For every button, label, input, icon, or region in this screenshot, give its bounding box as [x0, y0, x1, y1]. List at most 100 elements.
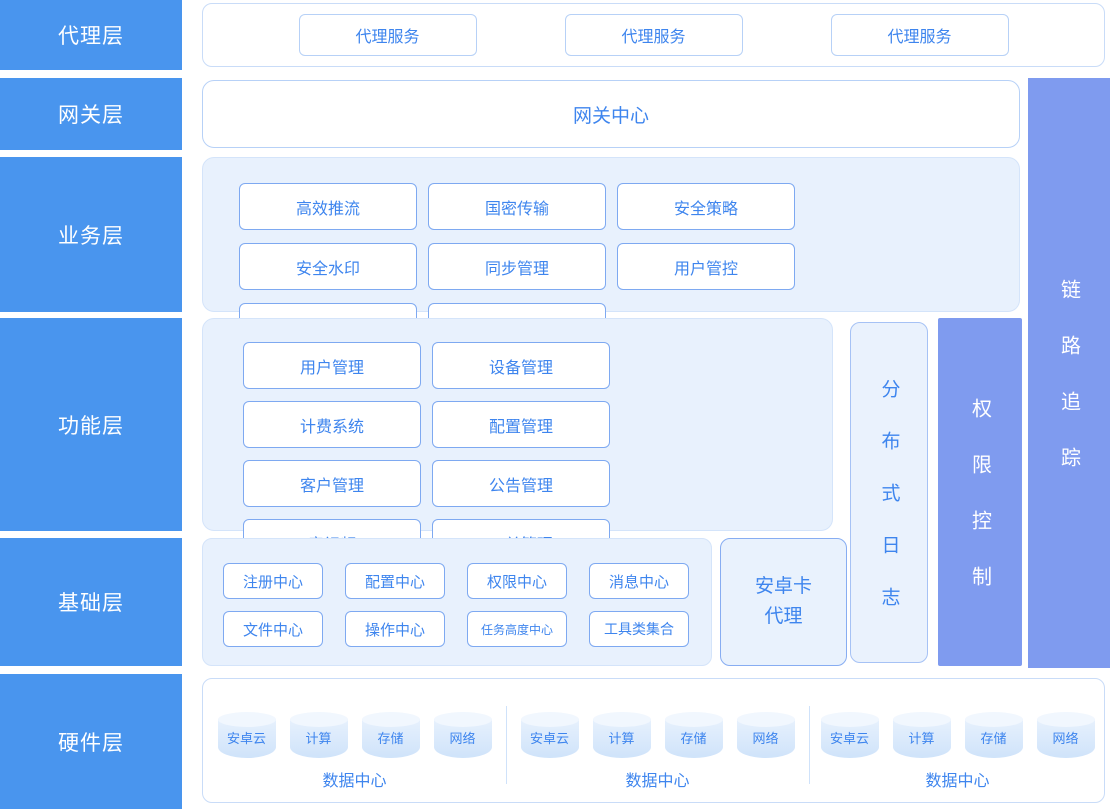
sidebar-item-proxy-layer: 代理层 [0, 0, 182, 70]
database-cylinder-icon: 计算 [892, 712, 951, 758]
module-label: 安全水印 [295, 260, 360, 278]
module-box: 工具类集合 [589, 611, 689, 647]
database-cylinder-icon: 存储 [964, 712, 1023, 758]
module-box: 安全水印 [239, 243, 417, 290]
distributed-log-bar: 分布式日志 [850, 322, 928, 663]
node-label: 计算 [305, 731, 332, 746]
module-label: 用户管理 [299, 359, 364, 377]
module-label: 同步管理 [484, 260, 549, 278]
permission-control-label: 权限控制 [968, 398, 991, 622]
divider [506, 706, 507, 784]
hardware-layer-panel: 安卓云 计算 存储 网络 数据中心 安卓云 计算 存储 网络 数据中心 安卓云 … [202, 678, 1105, 803]
module-label: 设备管理 [488, 359, 553, 377]
data-center-group: 安卓云 计算 存储 网络 数据中心 [809, 679, 1106, 802]
android-card-proxy-box: 安卓卡 代理 [720, 538, 847, 666]
module-box: 用户管控 [617, 243, 795, 290]
module-box: 文件中心 [223, 611, 323, 647]
module-label: 文件中心 [242, 621, 303, 639]
data-center-label: 数据中心 [925, 773, 990, 790]
proxy-service-label: 代理服务 [355, 29, 420, 46]
node-label: 网络 [1052, 731, 1079, 746]
database-cylinder-icon: 计算 [289, 712, 348, 758]
layer-label-text: 硬件层 [58, 731, 124, 755]
distributed-log-label: 分布式日志 [878, 379, 900, 639]
module-box: 注册中心 [223, 563, 323, 599]
module-box: 安全策略 [617, 183, 795, 230]
layer-label-text: 代理层 [58, 25, 124, 48]
proxy-service-label: 代理服务 [621, 29, 686, 46]
node-label: 存储 [377, 731, 404, 746]
module-box: 设备管理 [432, 342, 610, 389]
node-label: 存储 [680, 731, 707, 746]
module-label: 任务高度中心 [480, 622, 553, 637]
database-cylinder-icon: 安卓云 [820, 712, 879, 758]
database-cylinder-icon: 安卓云 [217, 712, 276, 758]
sidebar-item-function-layer: 功能层 [0, 318, 182, 531]
module-box: 高效推流 [239, 183, 417, 230]
permission-control-bar: 权限控制 [938, 318, 1022, 666]
module-box: 客户管理 [243, 460, 421, 507]
database-cylinder-icon: 安卓云 [520, 712, 579, 758]
module-box: 消息中心 [589, 563, 689, 599]
module-box: 权限中心 [467, 563, 567, 599]
proxy-service-box: 代理服务 [564, 14, 743, 56]
module-box: 国密传输 [428, 183, 606, 230]
data-center-nodes: 安卓云 计算 存储 网络 [820, 712, 1095, 758]
module-label: 高效推流 [295, 200, 360, 218]
data-center-label: 数据中心 [322, 773, 387, 790]
data-center-nodes: 安卓云 计算 存储 网络 [217, 712, 492, 758]
sidebar-item-gateway-layer: 网关层 [0, 78, 182, 150]
module-label: 客户管理 [299, 477, 364, 495]
proxy-service-label: 代理服务 [887, 29, 952, 46]
layer-label-text: 网关层 [58, 104, 124, 127]
layer-label-text: 基础层 [58, 592, 124, 615]
module-box: 公告管理 [432, 460, 610, 507]
data-center-group: 安卓云 计算 存储 网络 数据中心 [506, 679, 809, 802]
module-label: 计费系统 [299, 418, 364, 436]
function-layer-panel: 用户管理 设备管理 计费系统 配置管理 客户管理 公告管理 音视频 工单管理 角… [202, 318, 833, 625]
node-label: 存储 [980, 731, 1007, 746]
node-label: 安卓云 [829, 731, 869, 746]
module-label: 安全策略 [673, 200, 738, 218]
database-cylinder-icon: 网络 [736, 712, 795, 758]
sidebar-item-business-layer: 业务层 [0, 157, 182, 312]
module-label: 操作中心 [364, 621, 425, 639]
node-label: 网络 [449, 731, 476, 746]
data-center-nodes: 安卓云 计算 存储 网络 [520, 712, 795, 758]
module-label: 配置管理 [488, 418, 553, 436]
node-label: 网络 [752, 731, 779, 746]
database-cylinder-icon: 计算 [592, 712, 651, 758]
layer-label-text: 功能层 [58, 414, 124, 438]
module-label: 注册中心 [242, 573, 303, 591]
data-center-group: 安卓云 计算 存储 网络 数据中心 [203, 679, 506, 802]
base-layer-panel: 注册中心 配置中心 权限中心 消息中心 文件中心 操作中心 任务高度中心 工具类… [202, 538, 712, 666]
business-layer-panel: 高效推流 国密传输 安全策略 安全水印 同步管理 用户管控 运营中心 弹性存储 [202, 157, 1020, 350]
module-label: 权限中心 [486, 573, 547, 591]
database-cylinder-icon: 存储 [361, 712, 420, 758]
module-box: 计费系统 [243, 401, 421, 448]
layer-label-text: 业务层 [58, 224, 124, 248]
proxy-service-box: 代理服务 [830, 14, 1009, 56]
node-label: 安卓云 [529, 731, 569, 746]
module-box: 任务高度中心 [467, 611, 567, 647]
sidebar-item-base-layer: 基础层 [0, 538, 182, 666]
module-box: 配置中心 [345, 563, 445, 599]
module-label: 国密传输 [484, 200, 549, 218]
module-label: 公告管理 [488, 477, 553, 495]
android-card-proxy-line1: 安卓卡 [754, 576, 812, 597]
data-center-label: 数据中心 [625, 773, 690, 790]
proxy-service-box: 代理服务 [298, 14, 477, 56]
node-label: 安卓云 [226, 731, 266, 746]
module-label: 配置中心 [364, 573, 425, 591]
gateway-center-panel: 网关中心 [202, 80, 1020, 148]
module-label: 工具类集合 [604, 621, 674, 637]
module-label: 用户管控 [673, 260, 738, 278]
module-label: 消息中心 [608, 573, 669, 591]
node-label: 计算 [608, 731, 635, 746]
node-label: 计算 [908, 731, 935, 746]
gateway-center-label: 网关中心 [572, 105, 649, 127]
module-box: 配置管理 [432, 401, 610, 448]
module-box: 同步管理 [428, 243, 606, 290]
database-cylinder-icon: 网络 [1036, 712, 1095, 758]
